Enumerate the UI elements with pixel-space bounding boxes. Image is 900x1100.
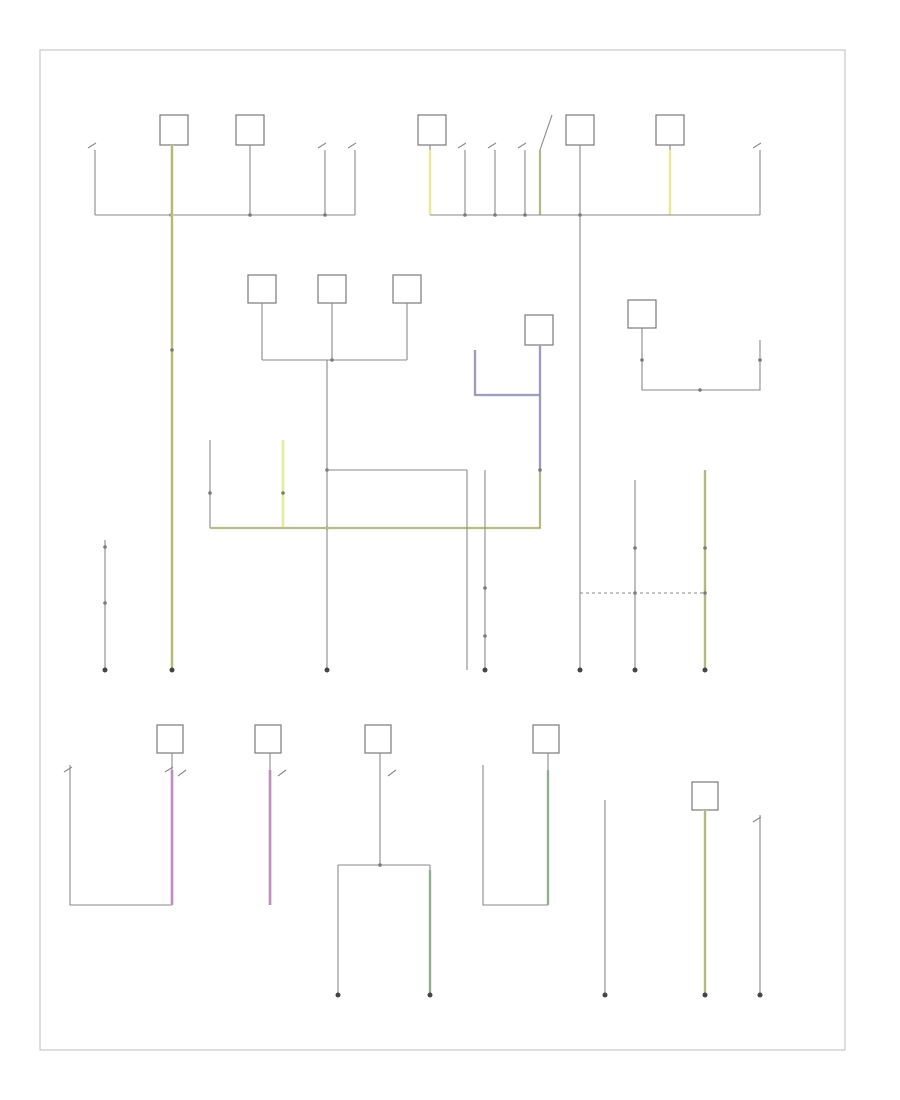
top-row-components — [87, 114, 762, 217]
ground-terminal-icon — [427, 992, 433, 998]
connector-box-icon — [235, 114, 265, 146]
bottom-row — [63, 724, 763, 998]
diagram-frame — [39, 49, 846, 1051]
connector-box-icon — [317, 274, 347, 304]
ground-terminal-icon — [577, 667, 583, 673]
ground-terminal-icon — [602, 992, 608, 998]
ground-terminal-icon — [482, 667, 488, 673]
center-left-sensors — [208, 440, 327, 530]
connector-box-icon — [691, 781, 719, 811]
connector-box-icon — [156, 724, 184, 754]
connector-box-icon — [524, 314, 554, 346]
connector-box-icon — [565, 114, 595, 146]
ground-terminal-icon — [702, 667, 708, 673]
connector-box-icon — [627, 299, 657, 329]
connector-box-icon — [159, 114, 189, 146]
ground-terminal-icon — [324, 667, 330, 673]
connector-box-icon — [247, 274, 277, 304]
ground-terminal-icon — [757, 992, 763, 998]
ground-terminal-icon — [169, 667, 175, 673]
middle-upper-group — [247, 274, 422, 673]
connector-box-icon — [417, 114, 447, 146]
connector-box-icon — [254, 724, 282, 754]
connector-box-icon — [392, 274, 422, 304]
connector-box-icon — [532, 724, 560, 754]
ground-terminal-icon — [702, 992, 708, 998]
ground-terminal-icon — [632, 667, 638, 673]
ground-terminal-icon — [102, 667, 108, 673]
ground-terminal-icon — [335, 992, 341, 998]
connector-box-icon — [655, 114, 685, 146]
connector-box-icon — [364, 724, 392, 754]
left-trunk — [169, 145, 175, 673]
far-left-branch — [102, 540, 108, 673]
right-group — [577, 215, 762, 673]
center-right-blue-group — [327, 314, 554, 673]
